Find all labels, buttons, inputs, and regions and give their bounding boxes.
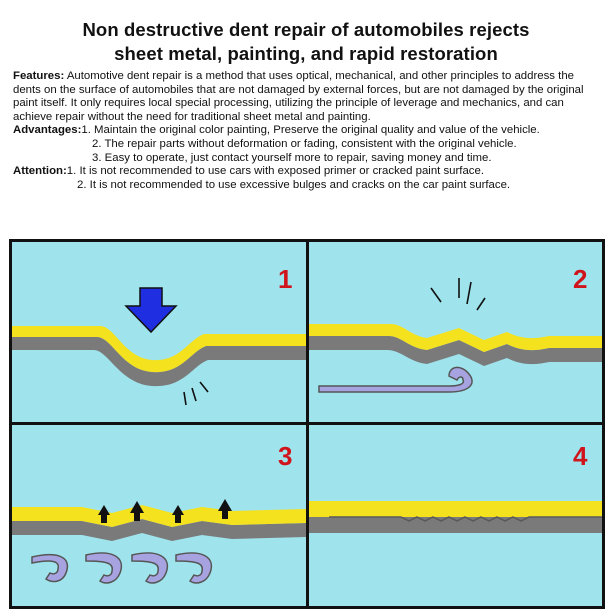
- title-line-1: Non destructive dent repair of automobil…: [82, 19, 530, 40]
- attention-label: Attention:: [13, 165, 67, 178]
- advantages-paragraph: Advantages:1. Maintain the original colo…: [13, 124, 603, 138]
- step-number-4: 4: [573, 441, 588, 471]
- push-up-arrows-icon: [98, 499, 232, 523]
- features-text: Automotive dent repair is a method that …: [13, 70, 584, 123]
- attention-2: 2. It is not recommended to use excessiv…: [77, 178, 511, 191]
- paint-layer: [12, 326, 306, 373]
- step-1-illustration: [12, 287, 306, 406]
- description-text: Features: Automotive dent repair is a me…: [13, 70, 603, 192]
- push-arrow-icon: [124, 287, 178, 334]
- attention-1: 1. It is not recommended to use cars wit…: [66, 165, 484, 178]
- step-3-illustration: [12, 499, 306, 584]
- step-number-1: 1: [278, 264, 293, 294]
- paint-layer: [309, 324, 602, 352]
- features-paragraph: Features: Automotive dent repair is a me…: [13, 70, 603, 124]
- step-2-illustration: [309, 278, 602, 393]
- metal-sheet: [12, 337, 306, 387]
- paint-layer: [12, 505, 306, 527]
- metal-sheet: [309, 517, 602, 533]
- pressure-lines-icon: [430, 278, 486, 311]
- step-4-illustration: [309, 501, 602, 533]
- advantages-label: Advantages:: [13, 124, 82, 137]
- advantage-1: 1. Maintain the original color painting,…: [81, 124, 540, 137]
- title-line-2: sheet metal, painting, and rapid restora…: [114, 43, 498, 64]
- smoothed-surface-line: [329, 516, 602, 522]
- features-label: Features:: [13, 70, 65, 82]
- metal-sheet: [12, 519, 306, 541]
- advantage-2: 2. The repair parts without deformation …: [92, 137, 517, 150]
- step-panel-2: 2: [309, 242, 602, 422]
- paint-layer: [309, 501, 602, 517]
- step-number-3: 3: [278, 441, 293, 471]
- repair-tool-rod: [318, 366, 473, 393]
- advantage-3: 3. Easy to operate, just contact yoursel…: [92, 151, 492, 164]
- impact-lines-icon: [183, 381, 209, 406]
- repair-tools: [31, 552, 213, 584]
- repair-steps-grid: 1 2: [9, 239, 605, 609]
- step-panel-1: 1: [12, 242, 306, 422]
- metal-sheet: [309, 336, 602, 366]
- attention-paragraph: Attention:1. It is not recommended to us…: [13, 165, 603, 179]
- step-number-2: 2: [573, 264, 588, 294]
- diagram-title: Non destructive dent repair of automobil…: [0, 18, 612, 66]
- step-panel-3: 3: [12, 425, 306, 606]
- step-panel-4: 4: [309, 425, 602, 606]
